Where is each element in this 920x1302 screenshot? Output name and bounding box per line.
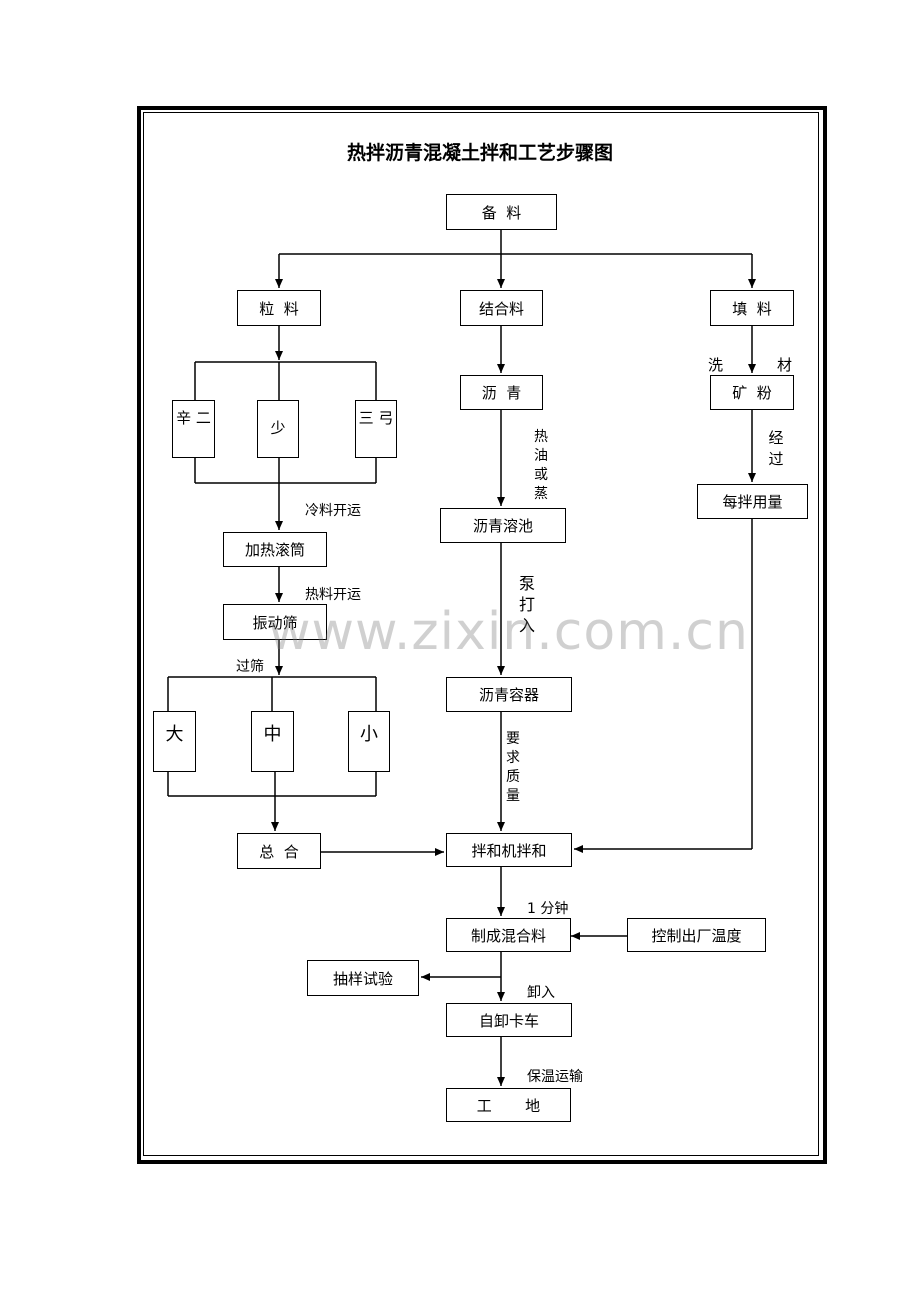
node-screen-large: 大 [153,711,196,772]
node-sampling: 抽样试验 [307,960,419,996]
label-material: 材 [777,356,793,374]
node-dump-truck: 自卸卡车 [446,1003,572,1037]
node-prepare: 备 料 [446,194,557,230]
label-insulated-transport: 保温运输 [527,1069,583,1085]
node-mixture: 制成混合料 [446,918,571,952]
label-cold-feed: 冷料开运 [305,503,361,519]
node-per-batch-amount: 每拌用量 [697,484,808,519]
label-unload: 卸入 [527,985,555,1001]
node-heating-drum: 加热滚筒 [223,532,327,567]
outer-frame [137,106,827,1164]
label-quality-req: 要求质量 [506,731,520,804]
node-site: 工 地 [446,1088,571,1122]
node-mineral-powder: 矿 粉 [710,375,794,410]
watermark: www.zixin.com.cn [268,602,749,662]
node-bin-right: 三 弓 [355,400,397,458]
label-hot-oil: 热油或蒸 [534,429,548,502]
node-asphalt-melt: 沥青溶池 [440,508,566,543]
node-total-measure: 总 合 [237,833,321,869]
node-asphalt: 沥 青 [460,375,543,410]
node-asphalt-container: 沥青容器 [446,677,572,712]
label-pump-in: 泵打入 [519,574,536,635]
label-one-minute: 1 分钟 [527,901,569,917]
node-mixer: 拌和机拌和 [446,833,572,867]
node-screen-mid: 中 [251,711,294,772]
node-filler: 填 料 [710,290,794,326]
diagram-title: 热拌沥青混凝土拌和工艺步骤图 [346,142,613,164]
label-hot-feed: 热料开运 [305,587,361,603]
inner-frame [143,112,819,1156]
node-binder: 结合料 [460,290,543,326]
node-temp-control: 控制出厂温度 [627,918,766,952]
label-select: 洗 [708,356,724,374]
node-aggregate: 粒 料 [237,290,321,326]
node-screen-small: 小 [348,711,390,772]
label-via: 经过 [768,429,784,468]
label-through-screen: 过筛 [236,659,264,675]
node-vibrating-screen: 振动筛 [223,604,327,640]
node-bin-left: 辛 二 [172,400,215,458]
node-bin-mid: 少 [257,400,299,458]
